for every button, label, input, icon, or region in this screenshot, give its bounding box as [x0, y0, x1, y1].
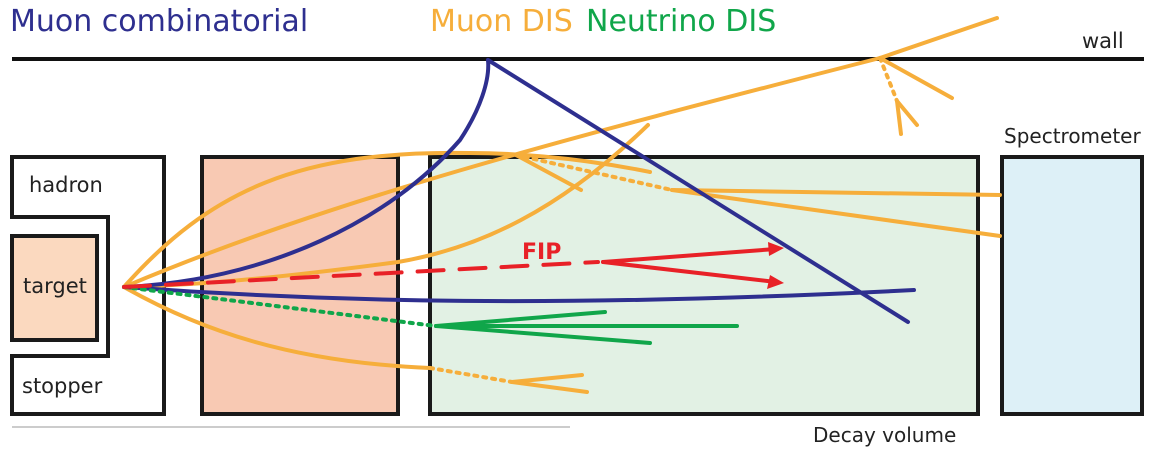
- muon-dis-upper-dotted: [514, 153, 674, 192]
- hadron-label: hadron: [29, 173, 103, 197]
- muon-dis-wall-shower-dotted: [878, 56, 899, 103]
- fip-arrowhead-lower: [767, 275, 784, 289]
- neutrino-dis-tracks: [122, 285, 739, 345]
- legend-neutrino-dis: Neutrino DIS: [586, 4, 776, 39]
- legend: Muon combinatorial Muon DIS Neutrino DIS: [10, 4, 776, 39]
- legend-muon-combinatorial: Muon combinatorial: [10, 4, 308, 39]
- wall-label: wall: [1082, 29, 1124, 53]
- muon-dis-track-wall-arc: [122, 56, 882, 289]
- muon-combinatorial-track-down: [486, 58, 910, 324]
- muon-dis-lower-shower-1: [510, 373, 584, 384]
- muon-combinatorial-tracks: [122, 58, 916, 324]
- stopper-label: stopper: [22, 374, 103, 398]
- muon-dis-track-lower-arc: [122, 285, 432, 370]
- fip-decay-lower: [601, 260, 778, 284]
- muon-dis-track-beyond-wall: [878, 16, 999, 60]
- shield-block: [200, 155, 400, 416]
- fip-label: FIP: [522, 240, 561, 265]
- target-box: [10, 234, 99, 342]
- muon-combinatorial-track-up: [122, 58, 491, 289]
- muon-dis-lower-dotted: [428, 366, 514, 384]
- decay-volume-label: Decay volume: [813, 423, 956, 447]
- neutrino-shower-1: [434, 310, 607, 328]
- decay-volume-box: [428, 155, 980, 416]
- muon-dis-upper-shower-1: [514, 153, 583, 192]
- spectrometer-box: [1000, 155, 1144, 416]
- muon-dis-track-upper-arc: [122, 150, 652, 289]
- spectrometer-label: Spectrometer: [1004, 124, 1141, 148]
- muon-combinatorial-track-straight: [122, 285, 916, 304]
- muon-dis-tracks: [122, 16, 1002, 394]
- legend-muon-dis: Muon DIS: [430, 4, 573, 39]
- hadron-stopper: [10, 155, 166, 416]
- muon-dis-lower-shower-2: [510, 380, 589, 394]
- fip-tracks: [122, 247, 778, 289]
- muon-dis-wall-shower-3: [895, 99, 903, 136]
- muon-dis-wall-shower-2: [895, 99, 919, 127]
- muon-dis-wall-shower-1: [878, 56, 954, 100]
- muon-dis-upper-shower-3: [670, 188, 1002, 238]
- fip-decay-upper: [601, 247, 778, 264]
- fip-dashed-line: [122, 260, 600, 289]
- neutrino-shower-3: [434, 324, 652, 345]
- target-label: target: [23, 274, 87, 298]
- fip-arrowhead-upper: [768, 242, 784, 256]
- neutrino-incoming-dotted: [122, 285, 438, 328]
- muon-dis-upper-shower-2: [670, 188, 1002, 197]
